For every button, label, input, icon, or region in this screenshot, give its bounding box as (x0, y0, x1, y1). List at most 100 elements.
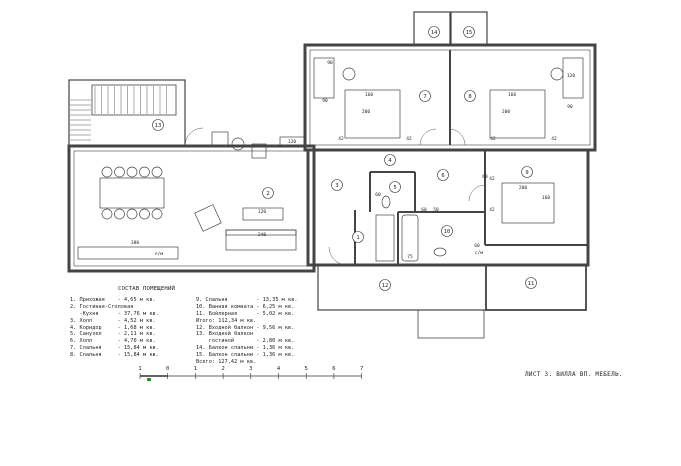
dimension-label: 42 (551, 136, 557, 142)
room-number-circle (389, 181, 401, 193)
legend-entry: 8. Спальня - 15,84 м кв. (70, 352, 159, 359)
dimension-label: 42 (338, 136, 344, 142)
dimension-label: 75 (407, 254, 413, 260)
room-number-label: 8 (468, 94, 471, 100)
balcony-15-frame (450, 11, 488, 46)
legend-entry: Всего: 127,42 м кв. (196, 359, 257, 366)
bed-7 (344, 89, 401, 139)
legend-entry: 7. Спальня - 15,84 м кв. (70, 345, 159, 352)
dimension-label: 60 (474, 243, 480, 249)
dimension-label: 42 (406, 136, 412, 142)
room-number-circle (331, 179, 343, 191)
tv-unit (279, 136, 305, 148)
bed-8 (489, 89, 546, 139)
door-swing-hall (468, 184, 486, 202)
balcony-13-frame (68, 79, 186, 147)
entrance-steps (417, 309, 485, 339)
dimension-label: 42 (489, 176, 495, 182)
scale-tick-label: 2 (221, 366, 224, 372)
room-number-label: 14 (431, 30, 438, 36)
dimension-label: с/м (475, 250, 483, 256)
dining-chair (151, 208, 163, 220)
room-number-6: 6 (437, 169, 449, 181)
room-number-circle (437, 169, 449, 181)
dimension-label: 60 (482, 174, 488, 180)
legend-entry: 4. Коридор - 1,68 м кв. (70, 324, 156, 331)
room-number-circle (262, 187, 274, 199)
dimension-label: 160 (542, 195, 550, 201)
bedside-table-7 (342, 67, 356, 81)
legend-entry: 1. Прихожая - 4,65 м кв. (70, 297, 156, 303)
room-number-circle (384, 154, 396, 166)
room-number-circle (379, 279, 391, 291)
legend-title: СОСТАВ ПОМЕЩЕНИЙ (118, 286, 176, 292)
room-number-14: 14 (428, 26, 440, 38)
scale-tick-label: 5 (305, 366, 308, 372)
legend-entry: -Кухня - 37,76 м кв. (70, 310, 159, 317)
room-number-9: 9 (521, 166, 533, 178)
room-number-1: 1 (352, 231, 364, 243)
legend-entry: 15. Балкон спальни - 1,36 м кв. (196, 352, 295, 359)
room-number-3: 3 (331, 179, 343, 191)
legend-entry: 14. Балкон спальни - 1,36 м кв. (196, 345, 295, 352)
legend-entry: Итого: 112,34 м кв. (196, 317, 257, 324)
room-number-label: 15 (466, 30, 473, 36)
dimension-label: 200 (519, 185, 527, 191)
balcony-12-frame (317, 264, 487, 311)
dining-table (99, 177, 165, 209)
dimension-label: п/м (155, 251, 163, 257)
room-number-circle (464, 90, 476, 102)
room-number-label: 13 (155, 123, 162, 129)
room-number-4: 4 (384, 154, 396, 166)
room-number-circle (428, 26, 440, 38)
scale-tick-label: 1 (194, 366, 197, 372)
room-number-circle (463, 26, 475, 38)
room-number-2: 2 (262, 187, 274, 199)
door-swing-entrance (328, 246, 348, 266)
dining-chair (126, 166, 138, 178)
legend-entry: 13. Входной балкон (196, 331, 254, 338)
wardrobe-8 (562, 57, 584, 99)
room-number-label: 4 (388, 158, 392, 164)
room-number-label: 2 (266, 191, 269, 197)
legend-entry: 11. Бойлерная - 5,02 м кв. (196, 310, 295, 317)
scale-tick-label: 7 (360, 366, 363, 372)
room-number-10: 10 (441, 225, 453, 237)
lounge-table (231, 137, 245, 151)
partitions (354, 50, 588, 265)
room-number-12: 12 (379, 279, 391, 291)
door-swing-balcony13 (184, 127, 204, 147)
room-number-11: 11 (525, 277, 537, 289)
dimension-label: 90 (322, 98, 328, 104)
legend-column-2: 9. Спальня - 13,35 м кв.10. Ванная комна… (196, 297, 298, 366)
legend-entry: 12. Входной балкон - 9,56 м кв. (196, 324, 295, 331)
dining-chair (151, 166, 163, 178)
dimension-label: 90 (327, 60, 333, 66)
dimension-label: 120 (288, 139, 296, 145)
dimension-label: 240 (258, 232, 266, 238)
stair-treads (70, 86, 167, 141)
dimension-label: 200 (362, 109, 370, 115)
door-swing-bed7 (419, 128, 437, 146)
dimension-label: 380 (131, 240, 139, 246)
furniture (77, 57, 584, 262)
dimension-label: 90 (567, 104, 573, 110)
bed-9 (501, 182, 555, 224)
scale-tick-label: 0 (166, 366, 169, 372)
room-number-circle (152, 119, 164, 131)
legend-entry: 9. Спальня - 13,35 м кв. (196, 297, 298, 303)
dining-chair (126, 208, 138, 220)
boiler-11-frame (485, 264, 587, 311)
room-number-label: 5 (393, 185, 396, 191)
dimension-label: 120 (258, 209, 266, 215)
room-number-circle (441, 225, 453, 237)
coffee-table (242, 207, 284, 221)
room-number-label: 6 (441, 173, 444, 179)
dining-chair (114, 208, 125, 220)
lounge-chair-2 (251, 143, 267, 159)
dimension-label: 42 (489, 207, 495, 213)
door-swings (184, 127, 486, 266)
